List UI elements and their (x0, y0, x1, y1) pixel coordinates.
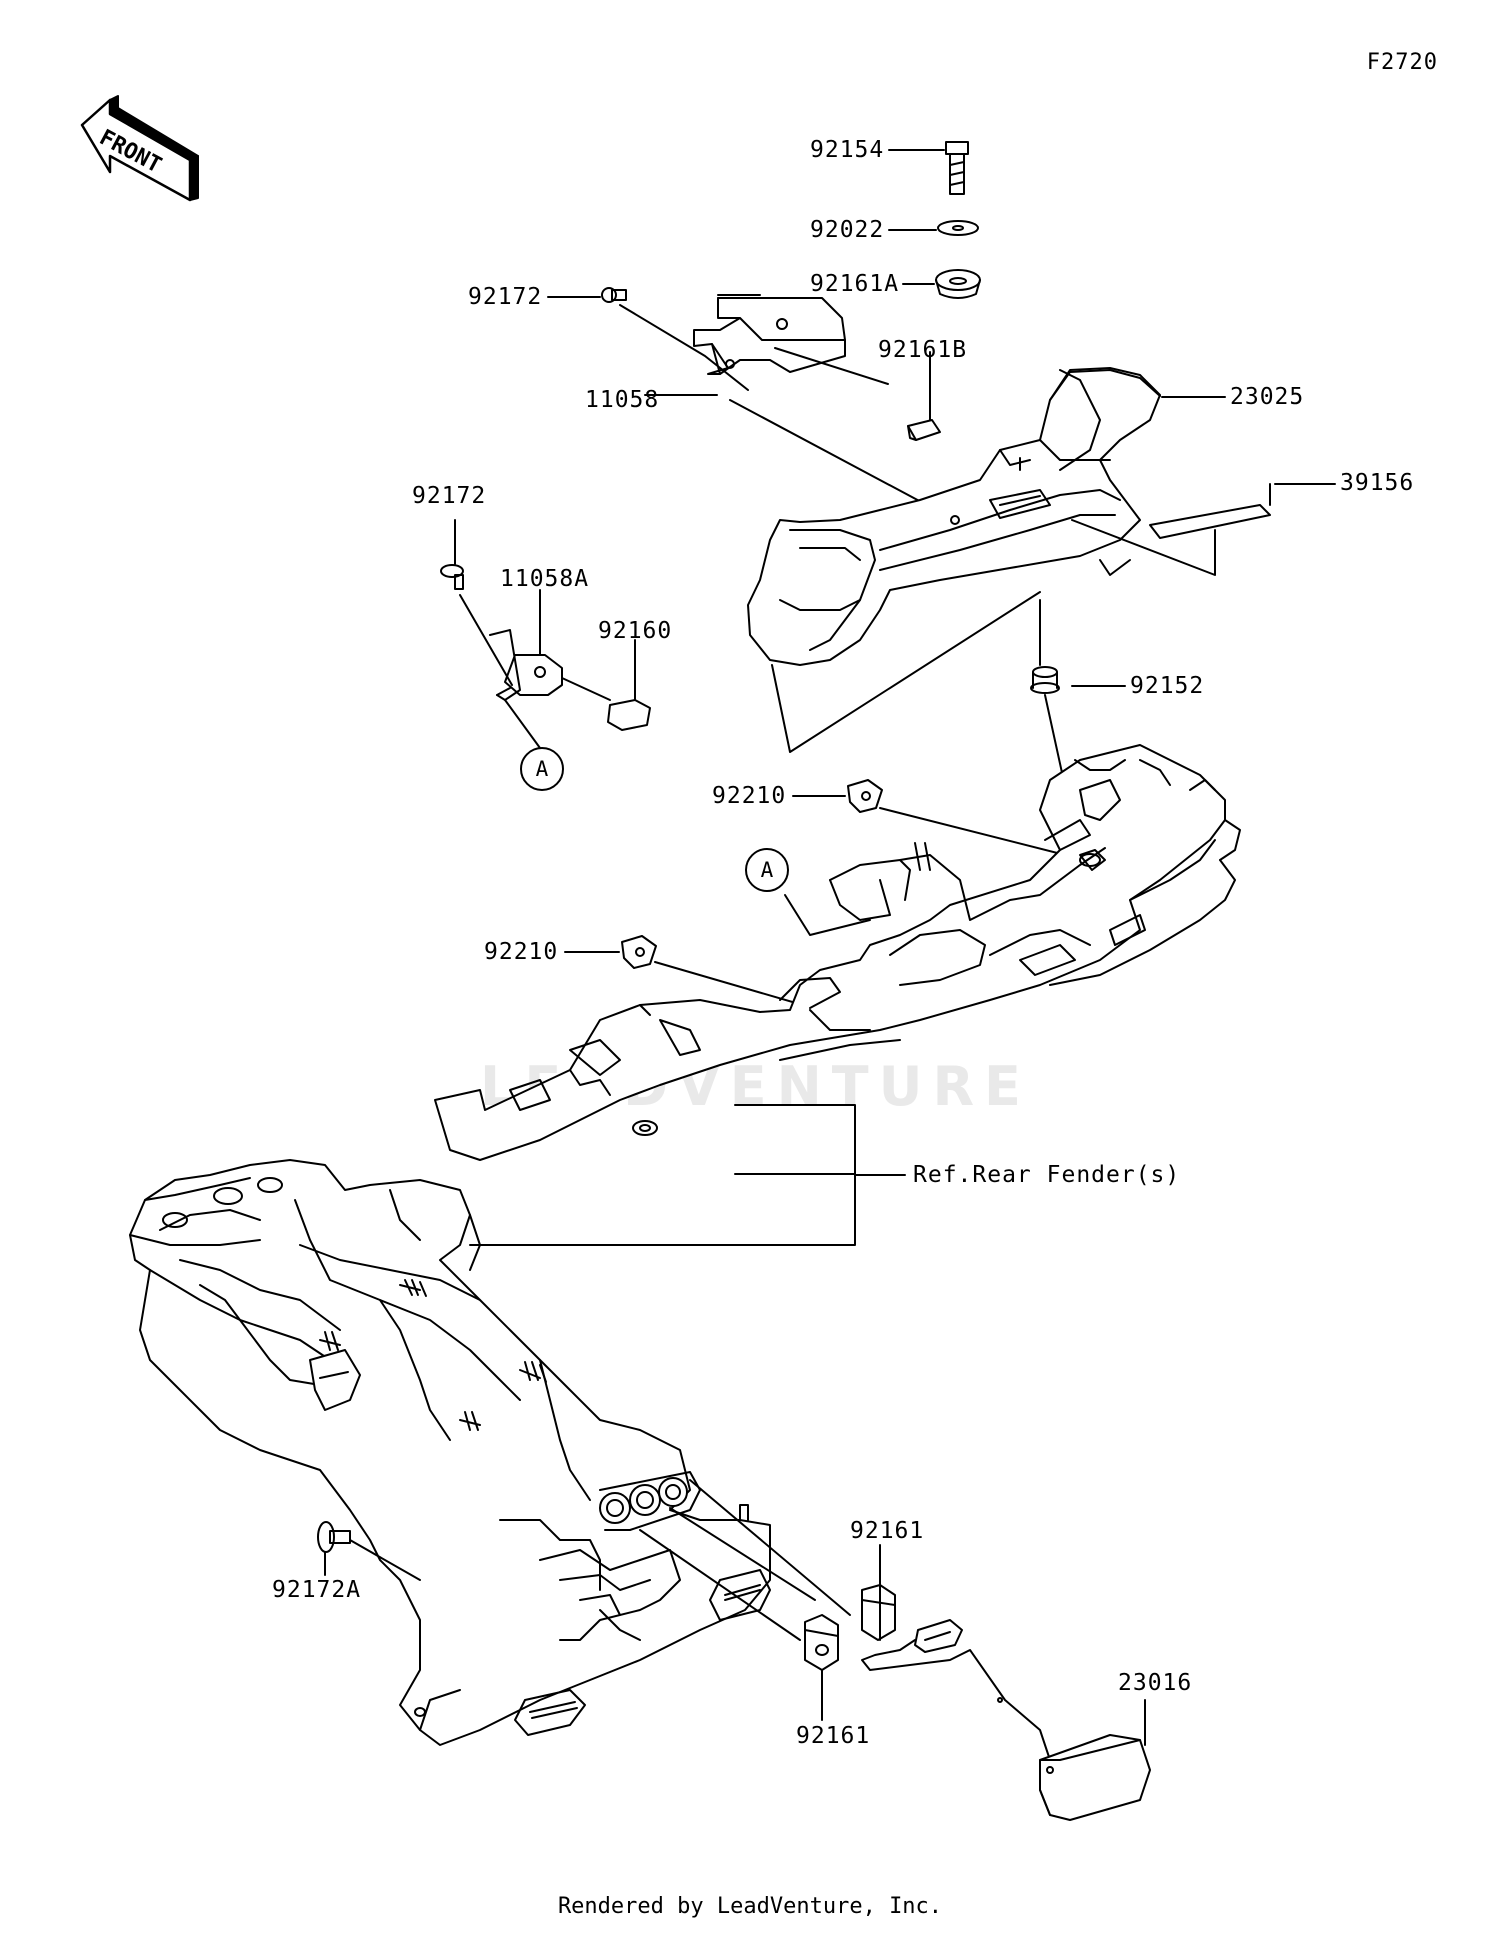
callout-92022: 92022 (810, 217, 885, 243)
collar-92152 (1030, 666, 1060, 694)
callout-92152: 92152 (1130, 673, 1205, 699)
callout-92172-top: 92172 (468, 284, 543, 310)
grommet-92161-lower (804, 1614, 839, 1671)
bracket-11058 (693, 297, 846, 375)
pad-92160 (607, 699, 651, 731)
callout-92154: 92154 (810, 137, 885, 163)
front-arrow-icon: FRONT (80, 95, 199, 202)
bolt-92154 (945, 141, 969, 195)
callout-92210-lower: 92210 (484, 939, 559, 965)
callout-39156: 39156 (1340, 470, 1415, 496)
nut-92210-upper (847, 779, 883, 813)
ref-rear-fender-label: Ref.Rear Fender(s) (913, 1162, 1181, 1188)
callout-92210-upper: 92210 (712, 783, 787, 809)
diagram-code: F2720 (1366, 50, 1438, 75)
pad-39156 (1149, 504, 1271, 539)
callout-92161-lower: 92161 (796, 1723, 871, 1749)
callout-92161B: 92161B (878, 337, 968, 363)
callout-11058: 11058 (585, 387, 660, 413)
callout-92160: 92160 (598, 618, 673, 644)
grommet-92161-upper (861, 1584, 896, 1641)
undertray (129, 1159, 771, 1746)
screw-92172A (317, 1521, 351, 1553)
screw-92172-left (440, 564, 464, 590)
clip-92161B (907, 419, 941, 441)
light-23016 (861, 1619, 1151, 1821)
grommet-92161A (935, 269, 981, 299)
rear-fender (434, 744, 1241, 1161)
circle-ref-a-left: A (520, 747, 564, 791)
callout-92161A: 92161A (810, 271, 900, 297)
callout-23016: 23016 (1118, 1670, 1193, 1696)
washer-92022 (937, 220, 979, 236)
footer-credit: Rendered by LeadVenture, Inc. (557, 1894, 943, 1919)
callout-92172A: 92172A (272, 1577, 362, 1603)
bracket-11058A (489, 629, 563, 701)
circle-ref-a-fender: A (745, 848, 789, 892)
callout-92161-upper: 92161 (850, 1518, 925, 1544)
screw-92172-top (601, 287, 627, 303)
part-23025 (747, 367, 1161, 666)
nut-92210-lower (621, 935, 657, 969)
callout-23025: 23025 (1230, 384, 1305, 410)
callout-92172-left: 92172 (412, 483, 487, 509)
callout-11058A: 11058A (500, 566, 590, 592)
